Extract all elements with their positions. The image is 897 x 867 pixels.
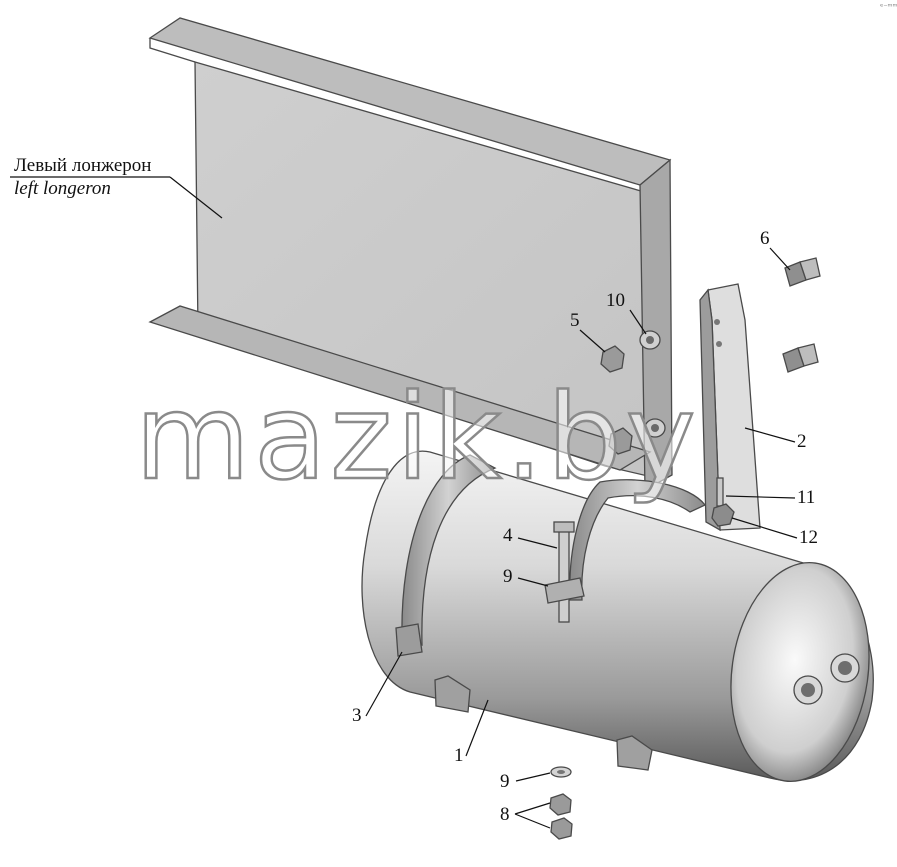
pin-part-11: [716, 477, 724, 507]
svg-text:6: 6: [760, 228, 770, 249]
callout-9-upper: 9: [503, 566, 549, 587]
nut-part-8: [549, 793, 573, 840]
longeron-label-en: left longeron: [14, 178, 111, 199]
callout-3: 3: [352, 651, 403, 726]
svg-text:1: 1: [454, 745, 464, 766]
air-tank-part-1: [361, 450, 874, 782]
callout-11: 11: [725, 487, 815, 508]
bolt-part-4: [544, 521, 585, 623]
svg-text:8: 8: [500, 804, 510, 825]
washer-part-9: [550, 766, 572, 778]
nut-part-5: [600, 345, 633, 455]
callout-4: 4: [503, 525, 558, 549]
svg-text:4: 4: [503, 525, 513, 546]
longeron-label-ru: Левый лонжерон: [14, 155, 151, 176]
left-longeron: [148, 17, 673, 492]
svg-text:12: 12: [799, 527, 818, 548]
callout-5: 5: [570, 310, 606, 353]
callout-6: 6: [760, 228, 791, 271]
callout-10: 10: [606, 290, 647, 335]
bolt-part-6: [782, 257, 821, 373]
callout-8: 8: [500, 802, 551, 829]
svg-text:5: 5: [570, 310, 580, 331]
washer-part-10: [639, 330, 666, 438]
svg-text:9: 9: [500, 771, 510, 792]
svg-text:9: 9: [503, 566, 513, 587]
corner-mark: ᵉ⁻ᵐᵐ: [880, 2, 897, 11]
nut-part-12: [711, 503, 735, 527]
bracket-part-2: [699, 283, 761, 532]
callout-9-lower: 9: [500, 771, 551, 792]
svg-text:2: 2: [797, 431, 807, 452]
longeron-label: Левый лонжерон left longeron: [10, 155, 223, 219]
svg-text:11: 11: [797, 487, 815, 508]
watermark-text: mazik.by: [135, 368, 700, 506]
callout-1: 1: [454, 699, 489, 766]
strap-front: [395, 454, 497, 657]
callout-12: 12: [731, 517, 818, 548]
callout-2: 2: [744, 427, 807, 452]
svg-text:10: 10: [606, 290, 625, 311]
strap-rear: [569, 479, 707, 601]
svg-text:3: 3: [352, 705, 362, 726]
